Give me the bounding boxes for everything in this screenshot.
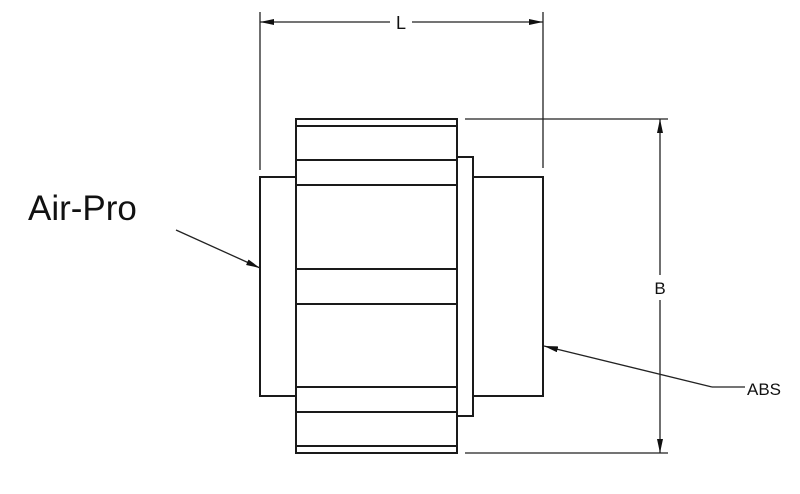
height-dimension — [465, 118, 668, 454]
length-label: L — [396, 13, 406, 33]
abs-leader — [543, 345, 713, 388]
right-pipe-end — [472, 176, 544, 397]
air-pro-leader — [175, 229, 261, 269]
flange — [456, 156, 474, 417]
height-label: B — [654, 279, 665, 298]
abs-callout: ABS — [747, 380, 781, 399]
length-dimension — [259, 12, 544, 170]
air-pro-callout: Air-Pro — [28, 189, 137, 228]
union-nut-body — [295, 118, 458, 454]
left-pipe-end — [259, 176, 297, 397]
